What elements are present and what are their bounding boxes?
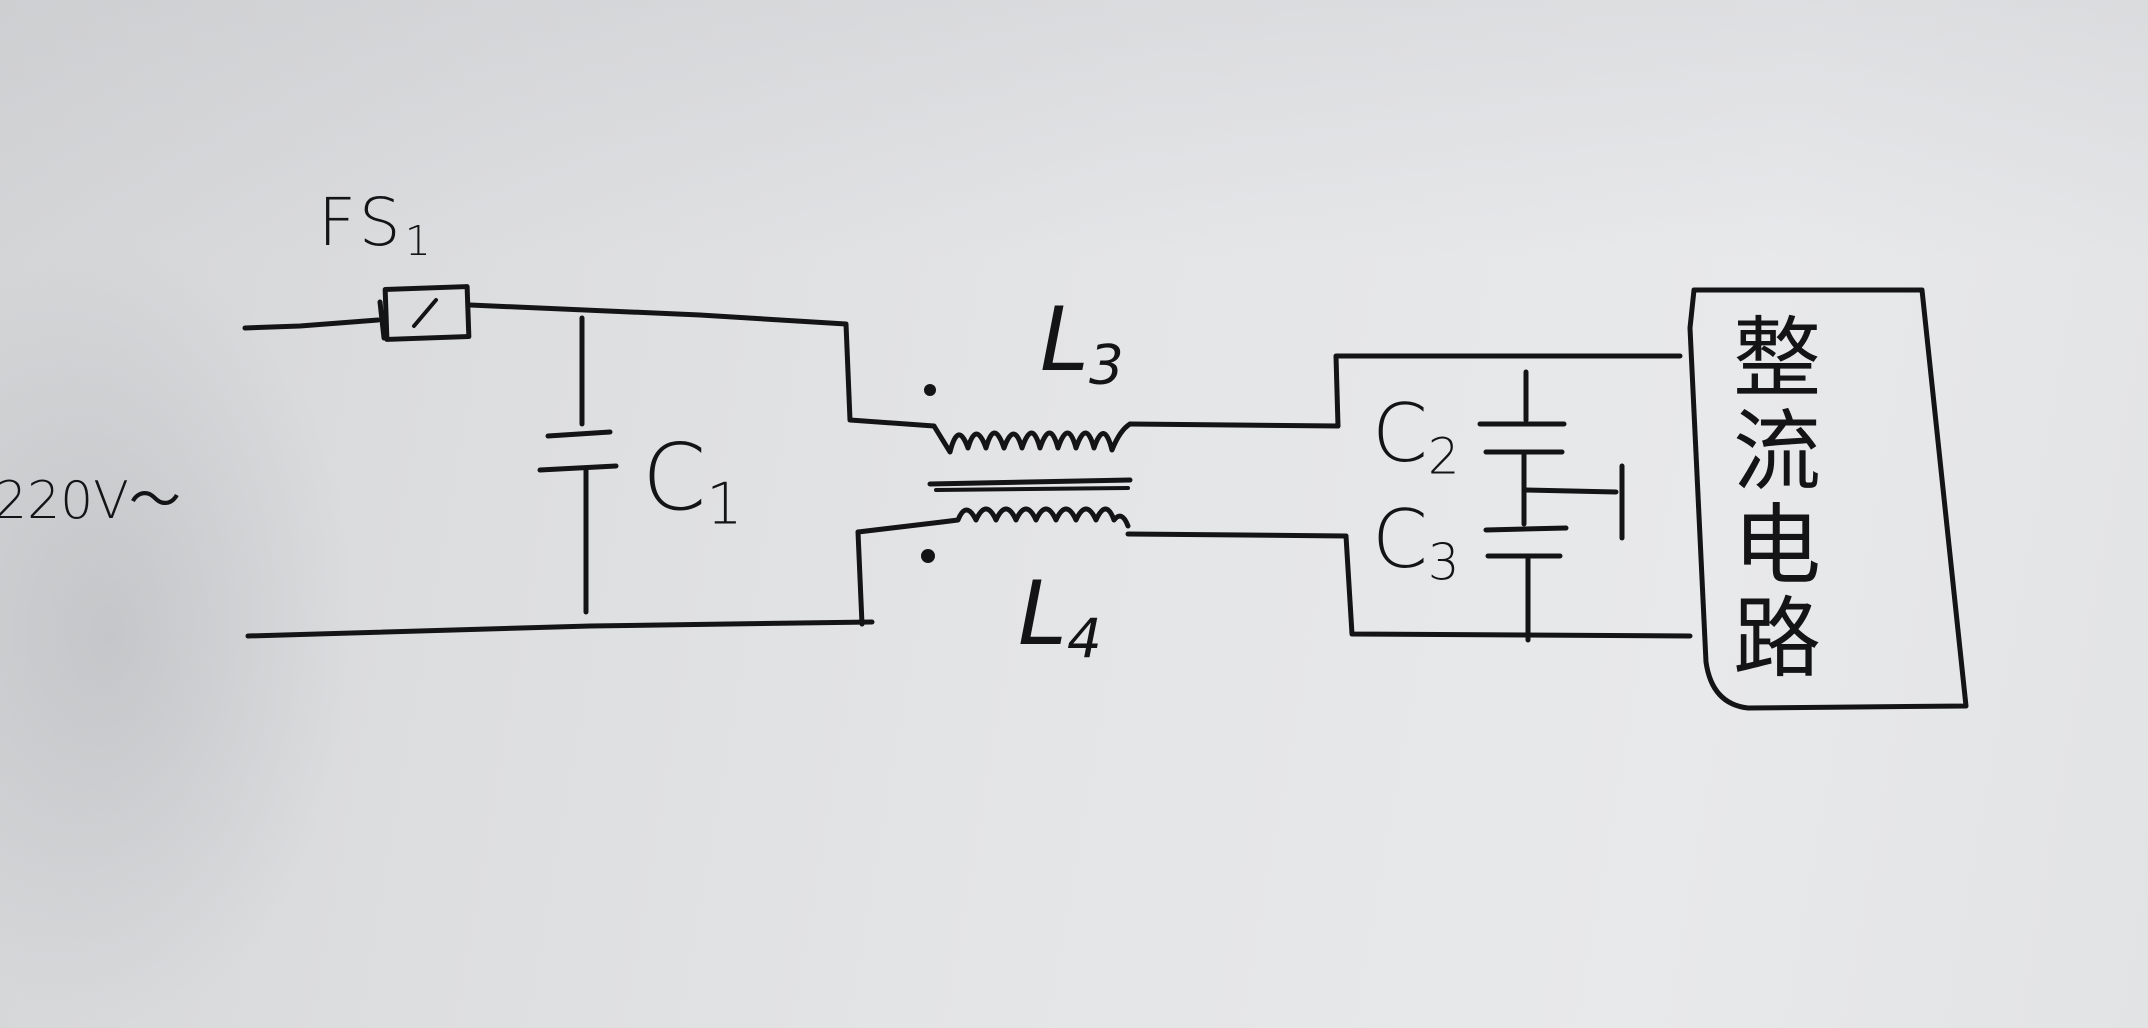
c2-top-wire (1333, 353, 1683, 429)
inductor-l4-label: L4 (1018, 562, 1102, 671)
capacitor-c2-c3-symbol (1477, 369, 1625, 643)
capacitor-c3-label: C3 (1372, 493, 1460, 592)
inductor-l3-coil (931, 421, 1133, 455)
source-voltage-label: 220V～ (0, 471, 181, 531)
bottom-neutral-wire (245, 619, 875, 639)
c3-bottom-wire (1343, 533, 1693, 639)
l4-polarity-dot (921, 549, 935, 563)
inductor-l3-label: L3 (1040, 288, 1124, 397)
inductor-core-line (927, 477, 1133, 487)
capacitor-c2-label: C2 (1372, 387, 1460, 486)
capacitor-c1-symbol (537, 315, 619, 615)
inductor-l4-coil (939, 506, 1131, 529)
fuse-label: FS1 (318, 184, 435, 266)
inductor-core-line-2 (934, 486, 1130, 492)
l3-output-wire (1127, 421, 1341, 429)
rectifier-circuit-label: 整流电路 (1732, 307, 1821, 690)
bottom-to-l4-wire (855, 519, 945, 627)
capacitor-c1-label: C1 (642, 424, 743, 538)
paper-shadow-top (0, 0, 2148, 260)
l4-output-wire (1125, 531, 1349, 539)
l3-polarity-dot (924, 384, 936, 396)
fuse-symbol (377, 284, 472, 342)
input-live-wire (242, 317, 381, 331)
top-live-wire (467, 302, 937, 429)
rectifier-box (1687, 287, 1969, 711)
